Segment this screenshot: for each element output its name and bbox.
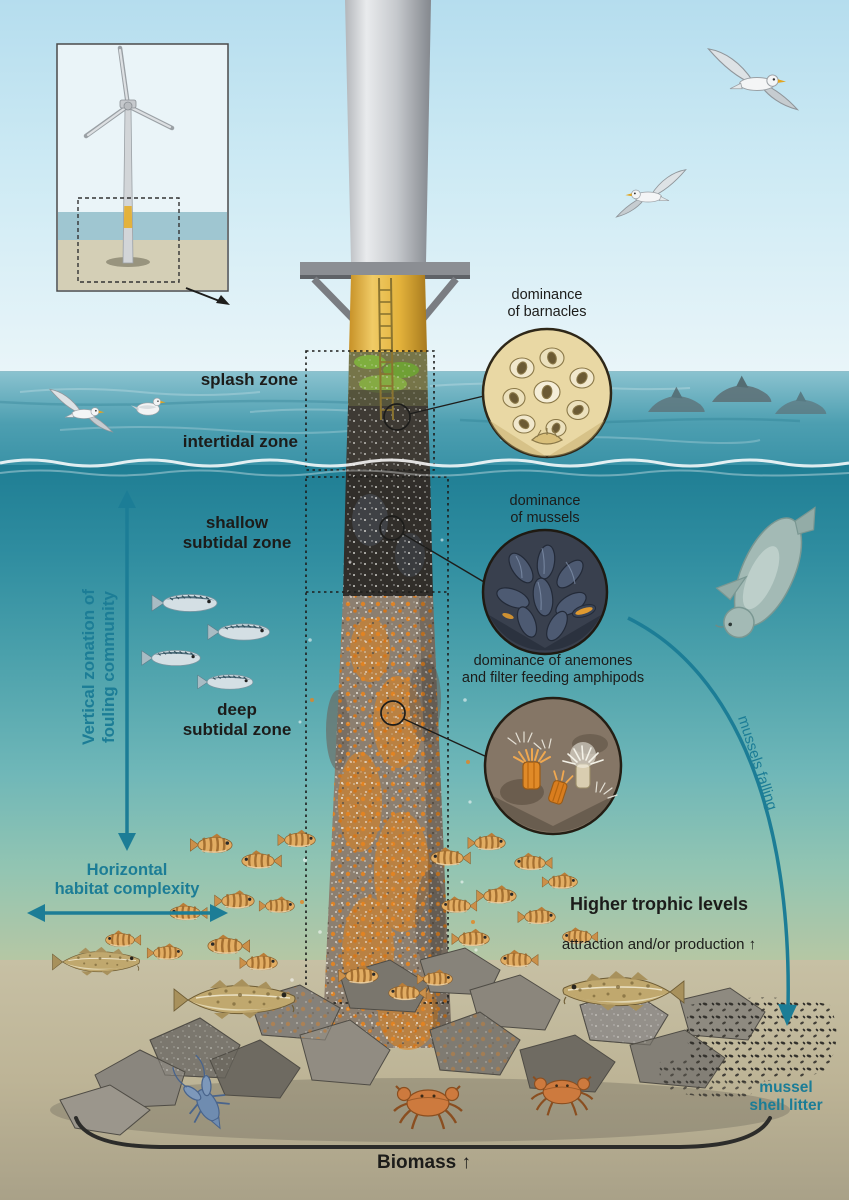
label-higher-trophic: Higher trophic levels attraction and/or … [529, 875, 789, 973]
attraction-production-text: attraction and/or production ↑ [561, 935, 757, 953]
seagull-icon [130, 397, 167, 416]
porpoise-group [648, 375, 827, 414]
mussel-inset [481, 528, 609, 656]
splash-zone-band [348, 352, 428, 406]
label-intertidal-zone: intertidal zone [182, 432, 298, 451]
label-mussel-shell-litter: mussel shell litter [749, 1079, 823, 1115]
label-splash-zone: splash zone [200, 370, 298, 389]
mackerel-school [141, 593, 271, 690]
overview-inset [56, 43, 230, 305]
access-ladder [378, 277, 394, 421]
label-biomass: Biomass ↑ [377, 1152, 471, 1173]
label-shallow-subtidal-zone: shallow subtidal zone [182, 513, 292, 553]
anemone-plumose [562, 742, 604, 789]
barnacle-inset [481, 327, 613, 459]
monopile [300, 0, 470, 1050]
drifting-particles [290, 538, 484, 994]
mussels-falling-arrow [627, 616, 797, 1026]
seagull-icon [707, 48, 799, 111]
lobster-icon [172, 1054, 230, 1130]
mackerel-icon [151, 593, 218, 613]
porpoise-icon [648, 386, 705, 412]
label-dominance-mussels: dominance of mussels [509, 493, 581, 527]
horizontal-complexity-arrow [27, 904, 228, 922]
inset-pointer-arrow [185, 287, 230, 305]
anemone-inset [483, 696, 623, 836]
label-horizontal-complexity: Horizontal habitat complexity [54, 861, 200, 899]
biomass-brace [74, 1116, 772, 1149]
cod-icon [51, 946, 141, 977]
amphipod-tubes [507, 731, 618, 799]
turbine-tower [345, 0, 431, 263]
porpoise-icon [712, 375, 772, 402]
seal-icon [715, 506, 816, 639]
inset-connectors [379, 395, 488, 758]
mackerel-icon [207, 623, 271, 641]
deep-subtidal-band [322, 596, 452, 1050]
inset-zoom-box [77, 197, 180, 283]
mackerel-icon [197, 674, 254, 690]
anemone-orange [548, 770, 574, 805]
vertical-zonation-arrow [118, 490, 136, 851]
porpoise-icon [775, 391, 827, 414]
seagull-icon [49, 388, 113, 433]
higher-trophic-title: Higher trophic levels [569, 893, 749, 914]
shallow-subtidal-band [343, 470, 433, 596]
label-deep-subtidal-zone: deep subtidal zone [182, 700, 292, 740]
inset-turbine [83, 45, 175, 267]
seagull-icon [615, 169, 687, 218]
waterline [0, 458, 849, 477]
label-dominance-barnacles: dominance of barnacles [507, 287, 587, 321]
label-dominance-anemones: dominance of anemones and filter feeding… [461, 653, 645, 687]
inset-sea [58, 212, 227, 240]
mackerel-icon [141, 649, 201, 667]
mussel-shell-litter [659, 997, 837, 1098]
label-vertical-zonation: Vertical zonation of fouling community [78, 589, 118, 745]
anemone-orange [513, 748, 551, 790]
